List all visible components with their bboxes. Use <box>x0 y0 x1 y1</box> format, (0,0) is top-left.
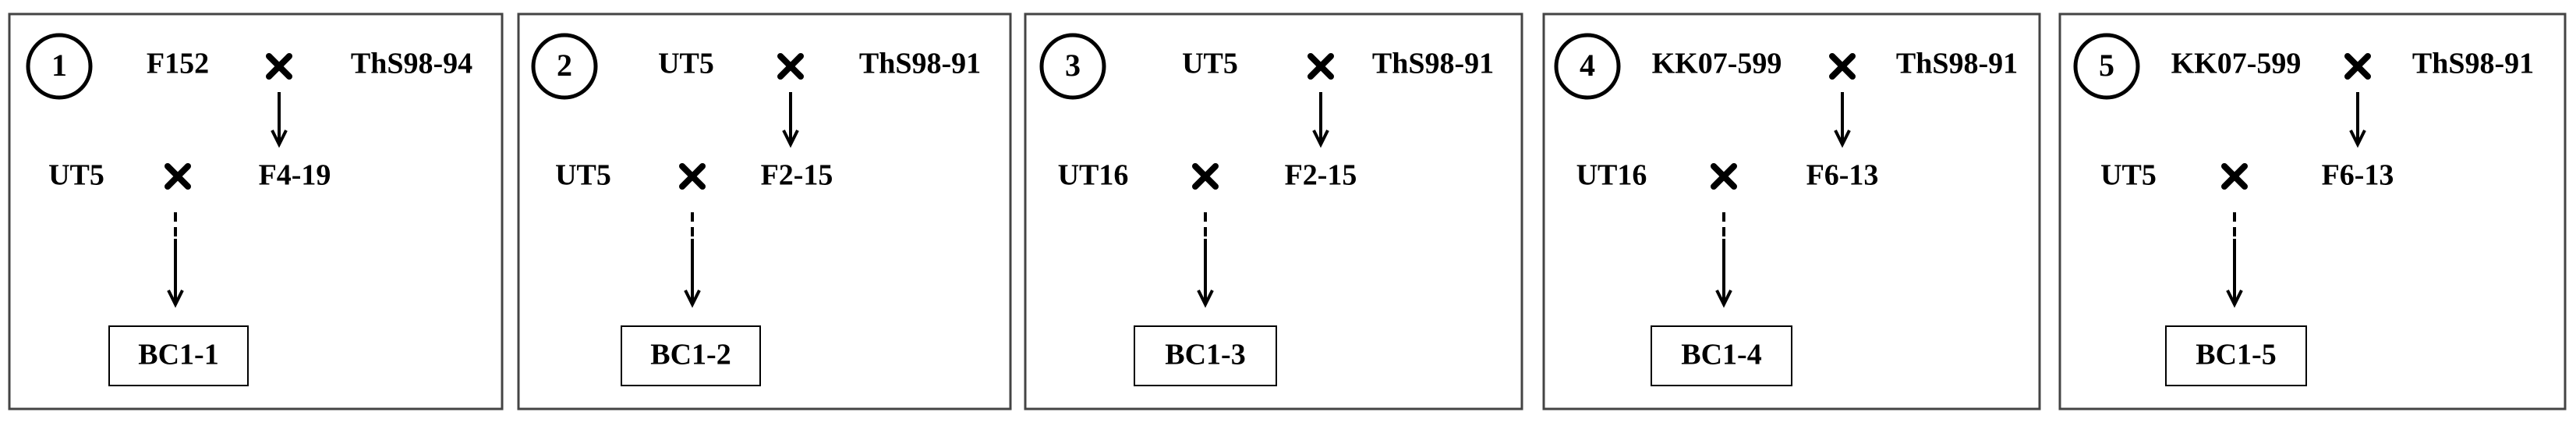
parent-b-label: ThS98-91 <box>2412 48 2534 80</box>
cross-icon <box>777 53 804 80</box>
cross-icon <box>1711 163 1737 190</box>
panel-number-badge: 5 <box>2073 33 2140 100</box>
result-box: BC1-3 <box>1134 325 1277 386</box>
arrow-down-icon <box>2349 92 2366 148</box>
cross-icon <box>1192 163 1219 190</box>
parent-b-label: ThS98-91 <box>859 48 981 80</box>
parent-a-label: UT5 <box>1182 48 1238 80</box>
arrow-down-icon <box>1834 92 1851 148</box>
f1-label: F2-15 <box>761 159 833 192</box>
dashed-arrow-down-icon <box>1715 212 1732 308</box>
result-label: BC1-3 <box>1165 339 1245 371</box>
dashed-arrow-down-icon <box>684 212 701 308</box>
panel-number: 2 <box>557 48 572 83</box>
parent-a-label: KK07-599 <box>2171 48 2302 80</box>
result-label: BC1-1 <box>138 339 218 371</box>
cross-icon <box>2344 53 2371 80</box>
parent-a-label: F152 <box>147 48 209 80</box>
f1-label: F6-13 <box>2322 159 2394 192</box>
result-label: BC1-2 <box>650 339 731 371</box>
parent-a-label: UT5 <box>658 48 714 80</box>
panel-frame <box>2058 12 2567 410</box>
result-box: BC1-4 <box>1651 325 1792 386</box>
cross-icon <box>1307 53 1334 80</box>
f1-label: F6-13 <box>1806 159 1879 192</box>
panel-number-badge: 1 <box>26 33 93 100</box>
cross-icon <box>266 53 292 80</box>
panel-number-badge: 2 <box>531 33 598 100</box>
parent-a-label: KK07-599 <box>1652 48 1782 80</box>
result-box: BC1-5 <box>2165 325 2307 386</box>
panel-frame <box>1024 12 1523 410</box>
recurrent-parent-label: UT16 <box>1058 159 1129 192</box>
recurrent-parent-label: UT5 <box>2100 159 2157 192</box>
panel-number: 1 <box>51 48 67 83</box>
result-box: BC1-2 <box>621 325 761 386</box>
dashed-arrow-down-icon <box>2226 212 2243 308</box>
cross-icon <box>679 163 706 190</box>
panel-frame <box>517 12 1012 410</box>
panel-frame <box>8 12 504 410</box>
panel-number-badge: 4 <box>1554 33 1621 100</box>
cross-icon <box>2221 163 2248 190</box>
recurrent-parent-label: UT16 <box>1576 159 1647 192</box>
cross-icon <box>165 163 191 190</box>
panel-number-badge: 3 <box>1039 33 1106 100</box>
parent-b-label: ThS98-91 <box>1372 48 1494 80</box>
recurrent-parent-label: UT5 <box>48 159 104 192</box>
arrow-down-icon <box>1312 92 1329 148</box>
recurrent-parent-label: UT5 <box>555 159 611 192</box>
panel-number: 4 <box>1580 48 1595 83</box>
panel-frame <box>1542 12 2041 410</box>
dashed-arrow-down-icon <box>167 212 184 308</box>
f1-label: F4-19 <box>259 159 331 192</box>
panel-number: 3 <box>1065 48 1081 83</box>
parent-b-label: ThS98-91 <box>1896 48 2018 80</box>
arrow-down-icon <box>271 92 288 148</box>
result-label: BC1-5 <box>2196 339 2276 371</box>
f1-label: F2-15 <box>1285 159 1357 192</box>
arrow-down-icon <box>782 92 799 148</box>
cross-icon <box>1829 53 1856 80</box>
dashed-arrow-down-icon <box>1197 212 1214 308</box>
result-box: BC1-1 <box>108 325 249 386</box>
panel-number: 5 <box>2099 48 2114 83</box>
parent-b-label: ThS98-94 <box>351 48 472 80</box>
result-label: BC1-4 <box>1681 339 1761 371</box>
